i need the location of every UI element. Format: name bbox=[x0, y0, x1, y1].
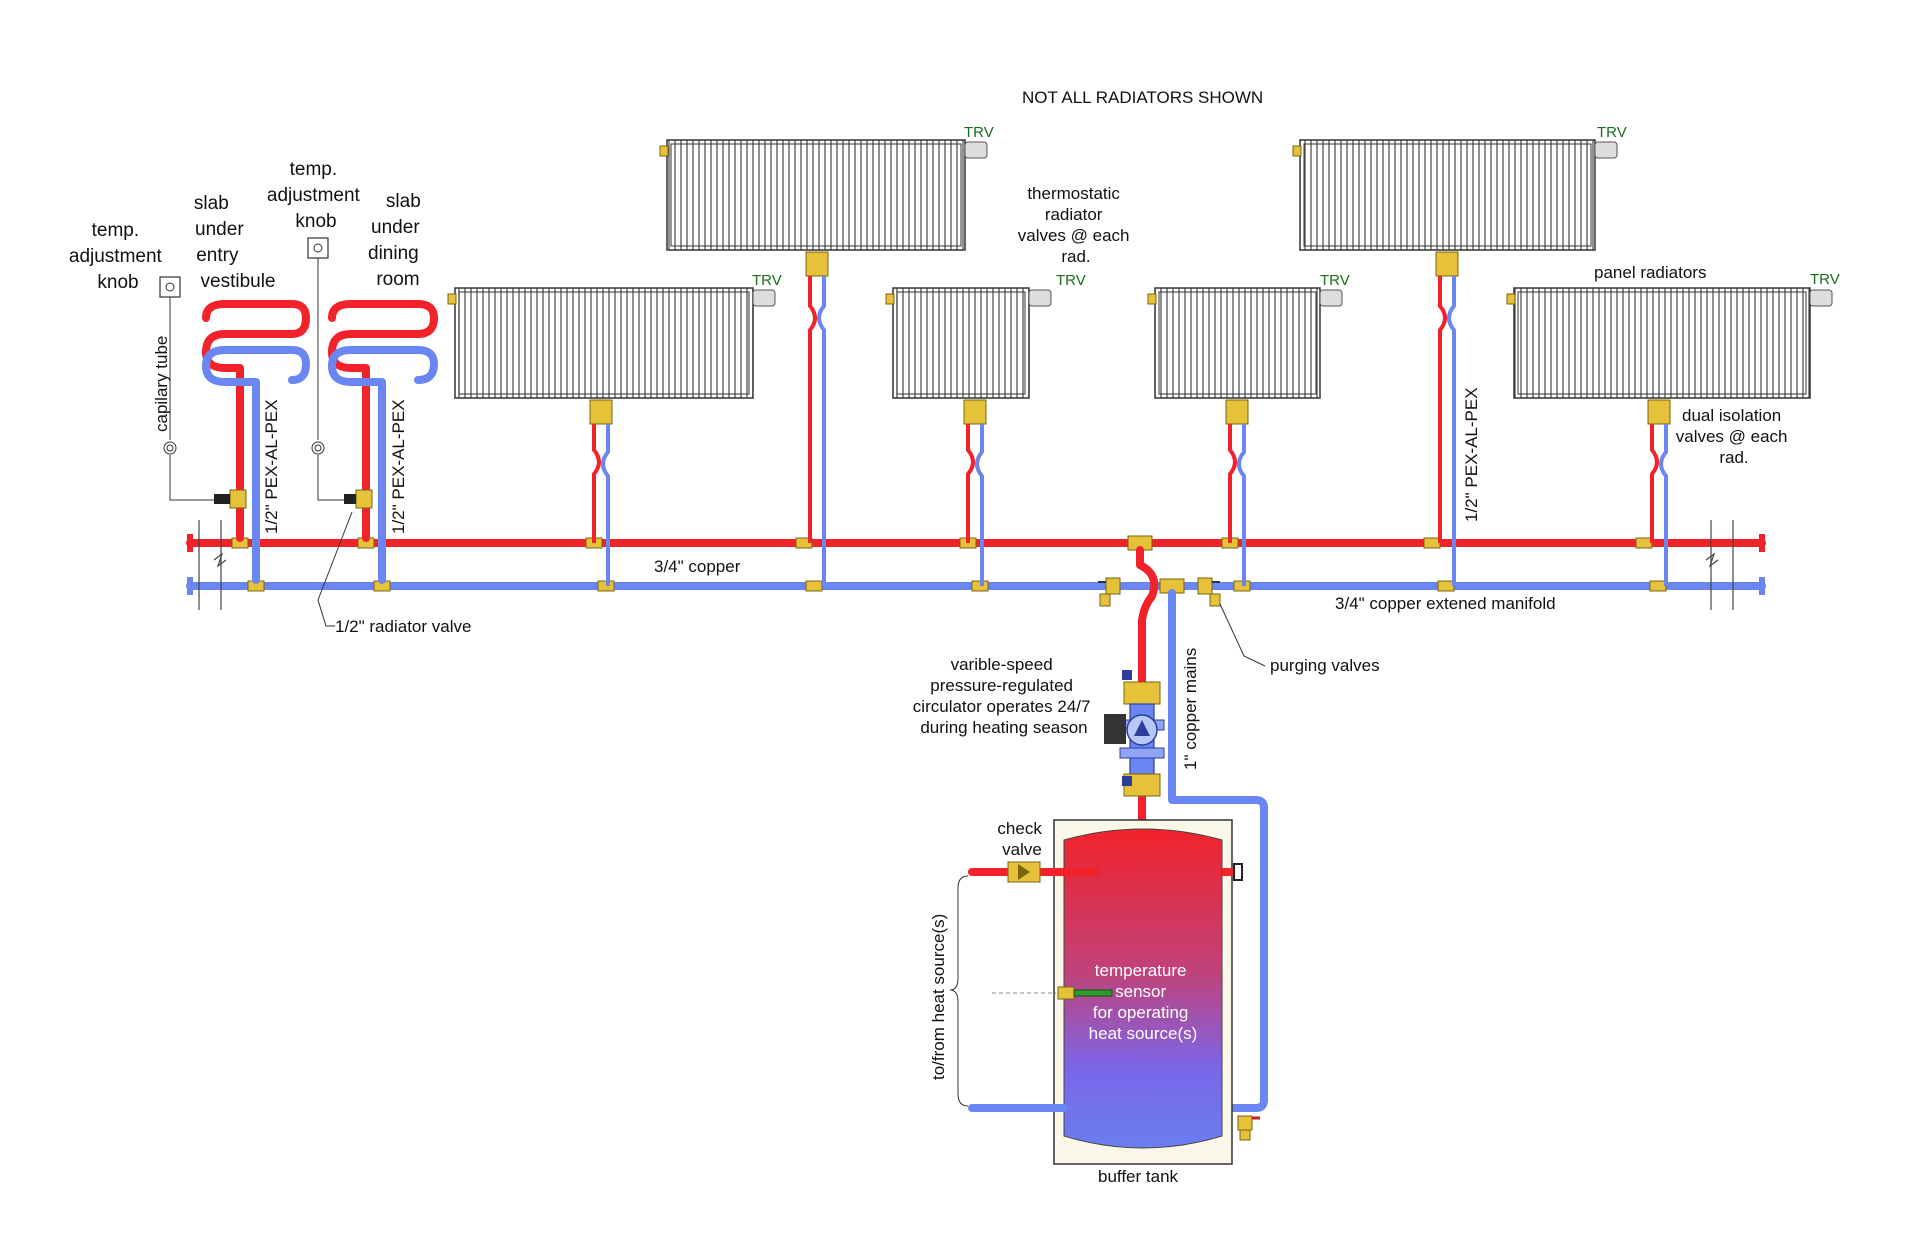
temp-adjustment-knob-1[interactable] bbox=[159, 276, 181, 298]
copper-manifold-label: 3/4" copper extened manifold bbox=[1335, 594, 1556, 613]
panel-radiators-label: panel radiators bbox=[1594, 263, 1706, 282]
slab-entry-label: slab under entry vestibule bbox=[194, 193, 276, 292]
circulator-pump bbox=[1104, 670, 1165, 797]
temp-sensor-label: temperature sensor for operating heat so… bbox=[1089, 961, 1198, 1043]
temp-adjustment-knob-2[interactable] bbox=[307, 237, 329, 259]
pex-label-1: 1/2" PEX-AL-PEX bbox=[262, 399, 281, 534]
radiator-valve-label: 1/2" radiator valve bbox=[335, 617, 471, 636]
panel-radiator-6 bbox=[1506, 287, 1833, 586]
panel-radiator-5 bbox=[1292, 139, 1618, 586]
dual-isolation-label: dual isolation valves @ each rad. bbox=[1676, 406, 1793, 467]
copper-34-label: 3/4" copper bbox=[654, 557, 741, 576]
purging-valves-label: purging valves bbox=[1270, 656, 1380, 675]
panel-radiator-2 bbox=[659, 139, 988, 586]
purging-valves-leader bbox=[1219, 603, 1266, 667]
capillary-tube-1 bbox=[169, 297, 216, 501]
circulator-label: varible-speed pressure-regulated circula… bbox=[913, 655, 1095, 737]
radiator-valve-leader bbox=[317, 511, 353, 627]
trv-label-6: TRV bbox=[1810, 271, 1840, 288]
pipe-break-left bbox=[198, 520, 227, 610]
capillary-tube-label: capilary tube bbox=[152, 336, 171, 432]
trv-label-1: TRV bbox=[752, 272, 782, 289]
temp-knob-label-2: temp. adjustment knob bbox=[267, 159, 365, 232]
panel-radiator-4 bbox=[1147, 287, 1343, 586]
thermostatic-valves-label: thermostatic radiator valves @ each rad. bbox=[1018, 184, 1135, 266]
slab-loop-entry bbox=[202, 300, 310, 584]
supply-main-connection bbox=[1127, 535, 1159, 834]
heat-source-label: to/from heat source(s) bbox=[929, 914, 948, 1080]
temp-knob-label-1: temp. adjustment knob bbox=[69, 220, 167, 293]
tank-drain-valve[interactable] bbox=[1237, 1115, 1260, 1141]
trv-label-3: TRV bbox=[1056, 272, 1086, 289]
tank-top-right-fitting bbox=[1222, 863, 1243, 881]
check-valve-label: check valve bbox=[997, 819, 1046, 859]
panel-radiator-1 bbox=[447, 287, 776, 586]
buffer-tank-label: buffer tank bbox=[1098, 1167, 1179, 1186]
slab-dining-label: slab under dining room bbox=[368, 191, 426, 290]
trv-label-5: TRV bbox=[1597, 124, 1627, 141]
temperature-sensor bbox=[992, 986, 1113, 1000]
slab-loop-dining bbox=[328, 300, 438, 584]
purging-valve-right[interactable] bbox=[1197, 577, 1221, 607]
capillary-tube-2 bbox=[317, 258, 344, 501]
trv-label-2: TRV bbox=[964, 124, 994, 141]
not-all-radiators-note: NOT ALL RADIATORS SHOWN bbox=[1022, 88, 1263, 107]
heat-source-bracket bbox=[949, 875, 969, 1107]
pipe-break-right bbox=[1705, 520, 1734, 610]
pex-label-3: 1/2" PEX-AL-PEX bbox=[1462, 387, 1481, 522]
trv-label-4: TRV bbox=[1320, 272, 1350, 289]
panel-radiator-3 bbox=[885, 287, 1052, 586]
copper-mains-label: 1" copper mains bbox=[1181, 648, 1200, 770]
pex-label-2: 1/2" PEX-AL-PEX bbox=[389, 399, 408, 534]
purging-valve-left[interactable] bbox=[1098, 577, 1121, 607]
heat-source-supply-pipe bbox=[968, 861, 1100, 883]
return-main-connection bbox=[1159, 578, 1268, 1112]
